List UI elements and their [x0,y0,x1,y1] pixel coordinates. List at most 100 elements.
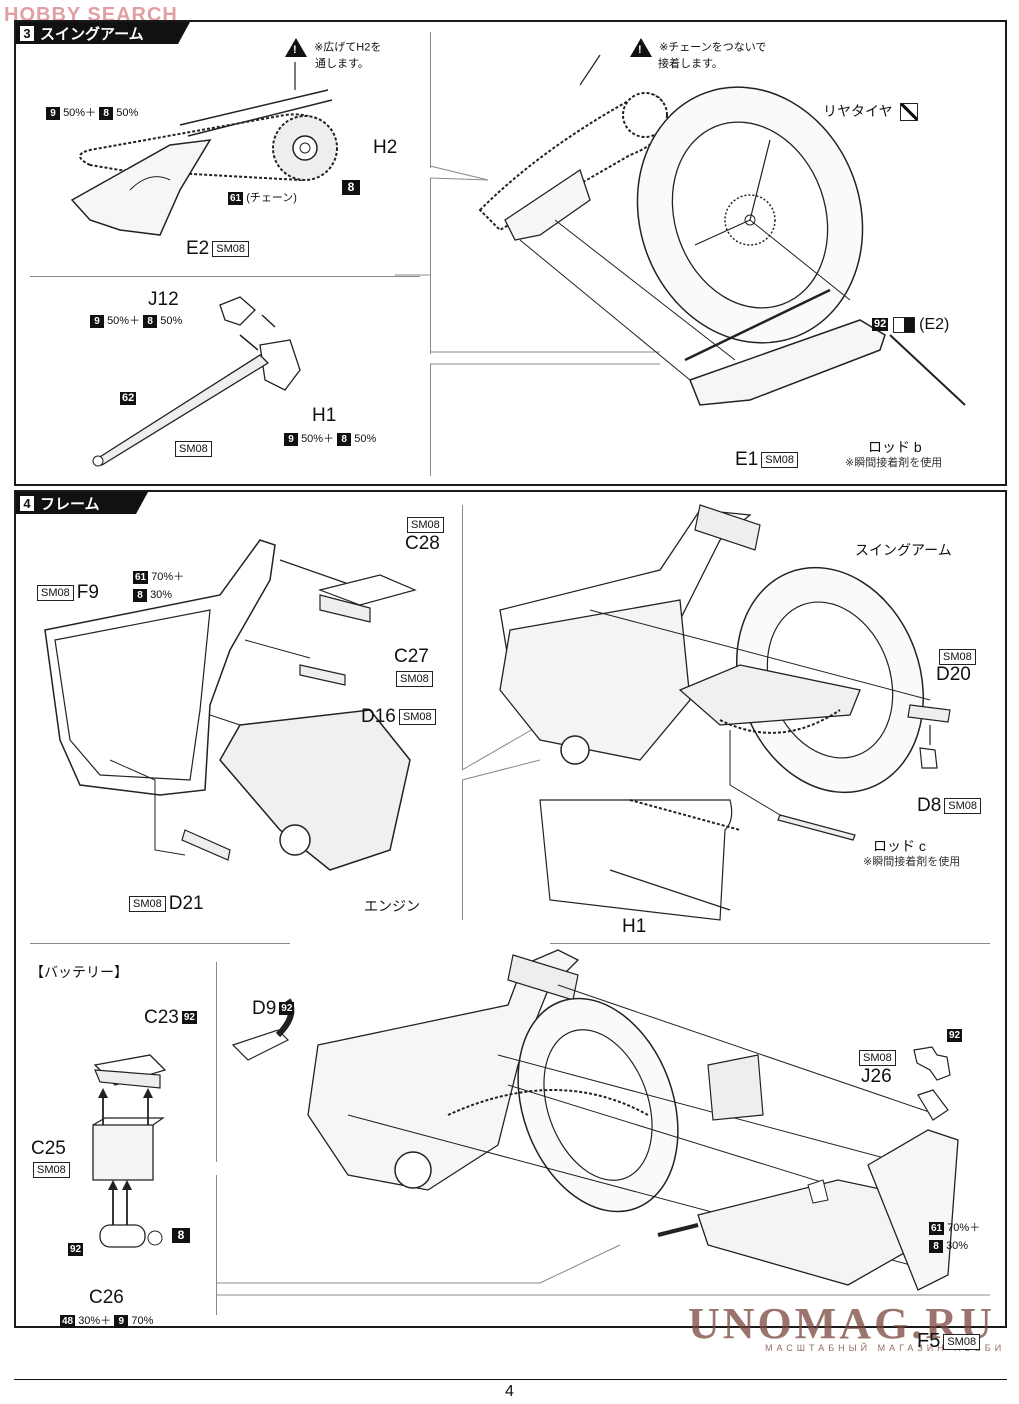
mix-percent: 50% [116,107,139,119]
color-code-badge: 61 [228,191,244,205]
mix-percent: 50% [354,433,377,445]
color-code-badge: 92 [872,318,889,332]
e2-glue-label: 92 (E2) [872,316,949,334]
material-tag: SM08 [37,584,74,601]
color-code-badge: 48 [60,1314,76,1328]
step3-warning-note-1: ※広げてH2を 通します。 [285,38,381,71]
material-tag: SM08 [396,670,433,687]
part-label-c26: C26 [89,1287,124,1308]
step3-divider-vertical-3 [430,364,431,476]
e2-reference: (E2) [919,316,950,333]
part-id: F5 [917,1330,941,1352]
step3-header: 3 スイングアーム [16,22,190,44]
part-id: F9 [76,582,99,603]
battery-heading: 【バッテリー】 [30,964,128,980]
battery-drawing [60,1040,200,1280]
f5-color-mix: 61 70%＋ 8 30% [929,1219,980,1255]
c27-material-wrap: SM08 [393,670,436,688]
part-label-h1-detail: H1 [622,916,647,937]
warning-text-line1: ※チェーンをつないで [659,41,767,54]
material-tag: SM08 [943,1333,981,1350]
mix-percent: 50%＋ [107,315,141,327]
part-id: C23 [144,1007,179,1028]
color-code-badge: 9 [284,432,298,446]
battery-divider [216,962,217,1162]
rod-b-label: ロッド b [868,439,922,455]
frame-swingarm-drawing [480,500,990,940]
mix-percent: 70%＋ [947,1222,981,1234]
part-label-c28: C28 [405,533,440,554]
rear-tire-label: リヤタイヤ [823,101,919,122]
mix-percent: 50% [160,315,183,327]
step4-divider-vertical [462,505,463,770]
frame-engine-drawing [40,530,460,890]
j12-color-mix: 9 50%＋ 8 50% [90,312,182,328]
step3-number: 3 [20,26,34,41]
color-code-badge: 92 [181,1011,197,1025]
part-id: E1 [735,449,759,470]
j26-material-wrap: SM08 [856,1049,899,1067]
no-paint-icon [900,103,919,122]
two-tone-icon [892,316,915,333]
warning-icon [630,38,652,57]
d20-material-wrap: SM08 [936,648,979,666]
c28-material-wrap: SM08 [404,516,447,534]
color-code-badge: 8 [99,106,114,120]
material-tag: SM08 [939,648,976,665]
mix-percent: 30% [946,1240,969,1252]
c25-material-wrap: SM08 [30,1161,73,1179]
part-label-j12: J12 [148,289,179,310]
part-id: D21 [168,893,204,914]
unomag-watermark: UNOMAG.RU [688,1299,995,1348]
mix-percent: 70%＋ [151,571,185,583]
c26-color-left: 92 [68,1243,84,1256]
step3-divider-left [30,276,420,277]
color-mix-label: 9 50%＋ 8 50% [46,104,138,120]
frame-color-mix: 61 70%＋ 8 30% [133,568,184,604]
step4-divider-horizontal-right [550,943,990,944]
part-id: D9 [252,998,277,1019]
mix-percent: 70% [131,1315,154,1327]
warning-text-line2: 接着します。 [658,58,723,70]
part-id: E2 [186,238,210,259]
color-code-badge: 9 [114,1314,129,1328]
rear-wheel-assembly-drawing [460,60,980,440]
rod-material: SM08 [175,441,212,457]
mix-percent: 30%＋ [78,1315,112,1327]
rear-tire-text: リヤタイヤ [823,103,893,119]
h1-color-mix: 9 50%＋ 8 50% [284,430,376,446]
swingarm-label: スイングアーム [855,542,952,558]
part-label-j26: J26 [861,1066,892,1087]
material-tag: SM08 [129,895,166,912]
part-label-c25: C25 [31,1138,66,1159]
step3-title: スイングアーム [40,25,144,43]
rod-c-label: ロッド c [873,838,926,854]
footer-rule [14,1379,1007,1380]
part-label-c27: C27 [394,646,429,667]
step3-divider-vertical [430,32,431,168]
material-tag: SM08 [212,240,249,257]
color-code-badge: 61 [133,570,149,584]
c26-color-mix: 48 30%＋ 9 70% [60,1312,153,1328]
color-code-badge: 8 [143,314,158,328]
step3-callout-lines [0,0,1019,500]
part-id: D16 [361,706,396,727]
step4-header: 4 フレーム [16,492,148,514]
color-code-h2: 8 [342,180,360,195]
warning-text-line1: ※広げてH2を [314,41,382,54]
step4-title: フレーム [40,495,100,513]
part-label-d20: D20 [936,664,971,685]
color-code-badge: 8 [133,588,147,602]
color-code-badge: 9 [46,106,60,120]
warning-icon [285,38,307,57]
step3-warning-note-2: ※チェーンをつないで 接着します。 [630,38,766,71]
mix-percent: 50%＋ [301,433,335,445]
